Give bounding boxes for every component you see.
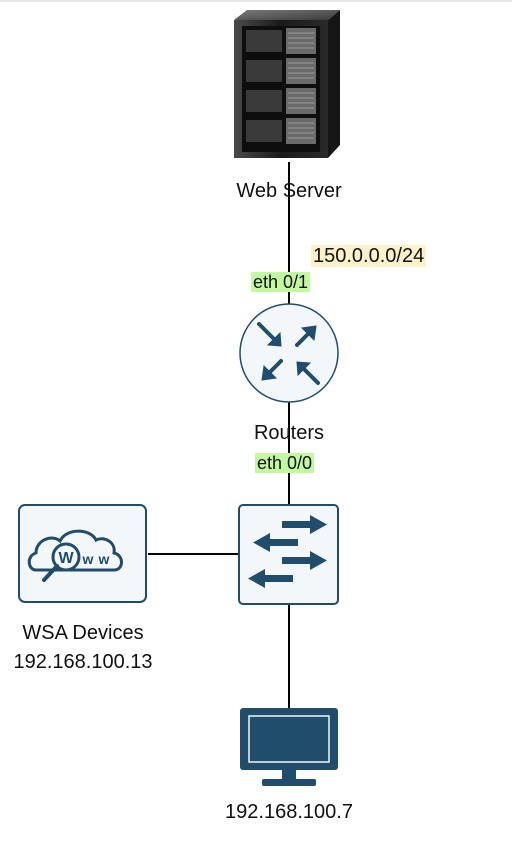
svg-text:W: W	[58, 550, 74, 567]
interface-eth00-highlight: eth 0/0	[255, 453, 315, 473]
www-cloud-magnifier-icon[interactable]: W w w	[18, 504, 147, 603]
router-arrows-icon[interactable]	[239, 303, 339, 403]
switch-arrows-icon[interactable]	[238, 504, 339, 605]
interface-eth00-label: eth 0/0	[255, 451, 315, 475]
wsa-label-ip: 192.168.100.13	[13, 651, 153, 673]
interface-eth01-highlight: eth 0/1	[251, 272, 311, 292]
interface-eth01-label: eth 0/1	[251, 270, 311, 294]
monitor-icon[interactable]	[240, 708, 338, 786]
subnet-highlight: 150.0.0.0/24	[311, 245, 427, 267]
web-server-label: Web Server	[236, 180, 342, 202]
router-label: Routers	[253, 422, 325, 444]
pc-ip-label: 192.168.100.7	[225, 801, 353, 823]
subnet-label: 150.0.0.0/24	[311, 243, 427, 269]
server-rack-icon[interactable]	[234, 10, 340, 158]
wsa-label-name: WSA Devices	[22, 622, 144, 644]
svg-text:w: w	[98, 551, 110, 567]
top-divider	[0, 0, 512, 2]
svg-text:w: w	[82, 551, 94, 567]
